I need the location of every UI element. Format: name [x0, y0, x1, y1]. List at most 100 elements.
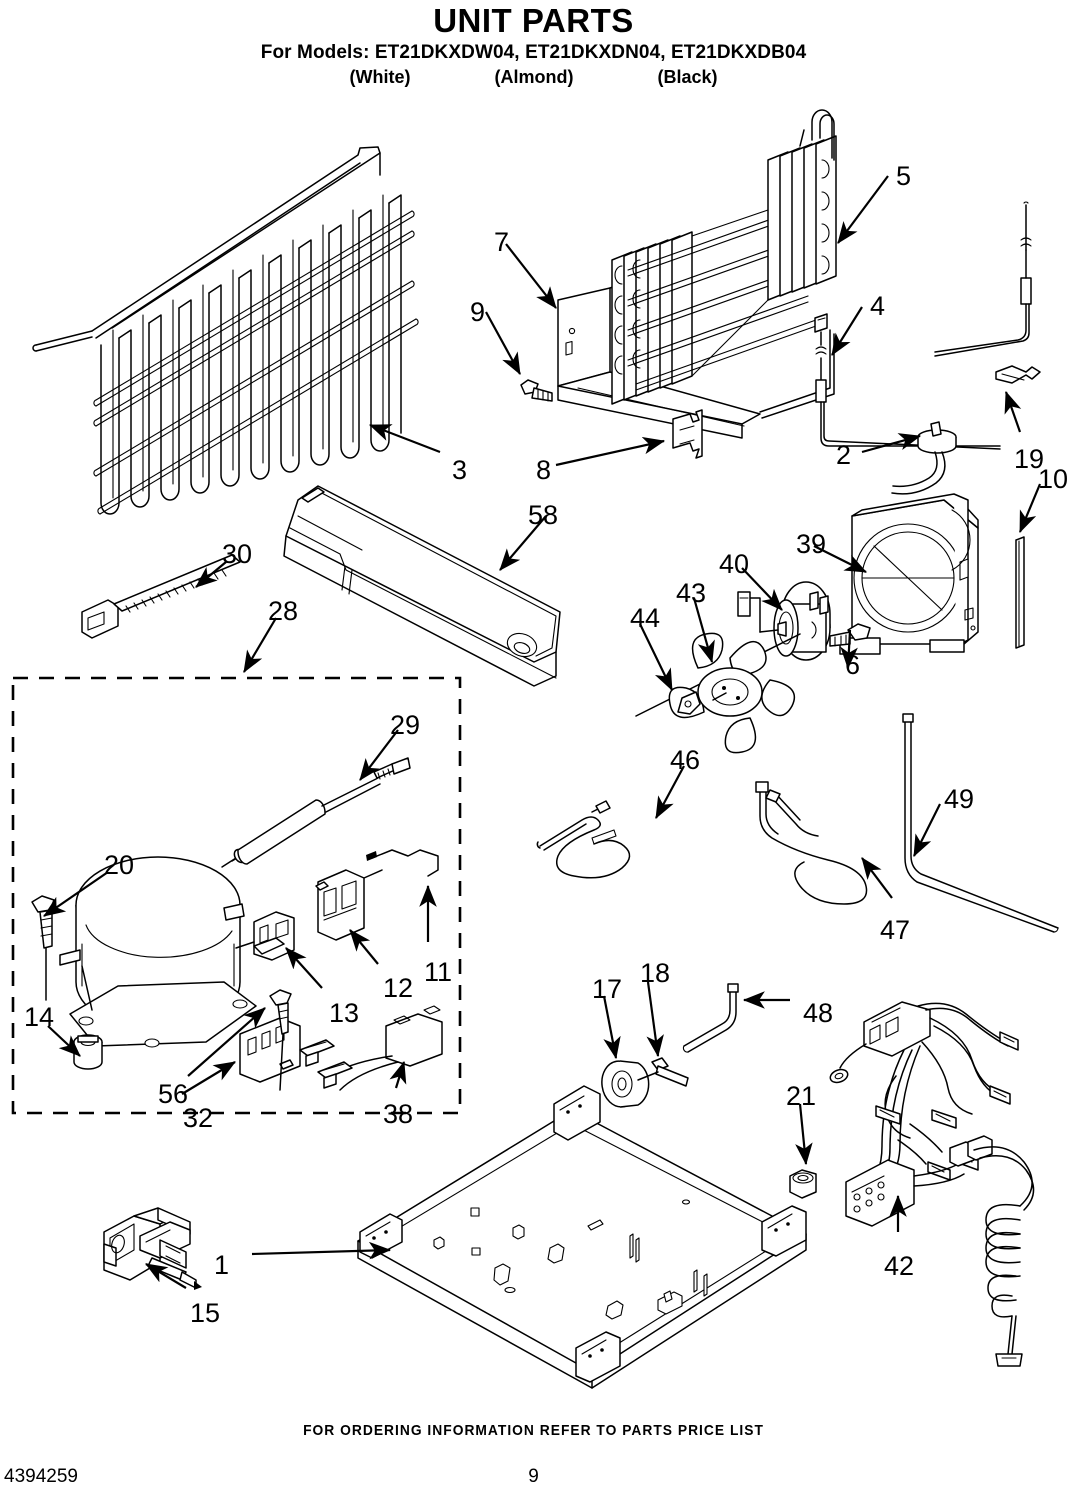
model-list: For Models: ET21DKXDW04, ET21DKXDN04, ET…: [260, 41, 807, 63]
drain-trough: [283, 485, 561, 687]
leader-19: [1004, 390, 1022, 433]
fan-blade: [635, 632, 801, 754]
leader-18: [646, 981, 664, 1058]
leveling-leg-assembly: [103, 1207, 202, 1290]
leader-44: [639, 623, 673, 691]
sheet-header: UNIT PARTS For Models: ET21DKXDW04, ET21…: [0, 0, 1067, 88]
fan-shroud: [839, 493, 979, 655]
leader-21: [795, 1103, 813, 1166]
callout-8: 8: [536, 455, 552, 485]
drain-tube: [682, 983, 739, 1053]
leader-6: [840, 629, 858, 670]
leader-46: [655, 765, 685, 819]
leader-15: [145, 1263, 187, 1289]
callout-2: 2: [836, 440, 852, 470]
terminal-cover: [239, 1017, 301, 1083]
leader-49: [913, 803, 941, 857]
callout-6: 6: [845, 650, 861, 680]
start-relay: [315, 869, 383, 941]
condenser-fan-motor: [737, 581, 831, 661]
discharge-tube: [755, 781, 868, 905]
callout-11: 11: [424, 957, 453, 987]
callout-46: 46: [670, 745, 701, 775]
drain-tube-grommet: [891, 421, 957, 495]
callout-47: 47: [880, 915, 911, 945]
leader-1: [251, 1241, 392, 1260]
callout-49: 49: [944, 784, 975, 814]
callout-13: 13: [329, 998, 360, 1028]
compressor-kit-dashed-group: [11, 676, 462, 1115]
leader-58: [499, 515, 547, 571]
suction-line: [902, 713, 1059, 933]
leader-39: [813, 545, 867, 573]
leader-30: [195, 561, 227, 588]
capillary-tube: [536, 800, 631, 879]
callout-1: 1: [214, 1250, 230, 1280]
callout-58: 58: [528, 500, 559, 530]
leader-38: [389, 1060, 407, 1089]
main-wire-harness: [829, 1001, 1035, 1367]
leader-3: [368, 423, 441, 454]
jumper-harness: [299, 1005, 443, 1091]
leader-56: [187, 1007, 266, 1077]
color-black: (Black): [657, 66, 718, 87]
callout-39: 39: [796, 529, 827, 559]
roller-wheel: [601, 1060, 650, 1108]
callout-20: 20: [104, 850, 135, 880]
callout-48: 48: [803, 998, 834, 1028]
tube-clip: [672, 409, 703, 459]
leader-28: [243, 617, 277, 673]
insulation-strip: [1015, 536, 1025, 649]
leader-43: [692, 597, 715, 664]
bracket-screw: [520, 379, 553, 402]
relay-wire: [366, 849, 439, 877]
callout-21: 21: [786, 1081, 817, 1111]
callout-38: 38: [383, 1099, 414, 1129]
callout-42: 42: [884, 1251, 915, 1281]
leader-40: [741, 567, 783, 611]
callout-40: 40: [719, 549, 750, 579]
leader-12: [349, 929, 379, 965]
color-variants: (White) (Almond) (Black): [0, 67, 1067, 88]
page-title: UNIT PARTS: [433, 2, 634, 39]
fan-motor-clip: [677, 691, 701, 715]
page-number: 9: [528, 1466, 539, 1487]
callout-17: 17: [592, 974, 623, 1004]
leader-47: [861, 857, 893, 899]
leader-4: [831, 306, 863, 356]
callout-3: 3: [452, 455, 468, 485]
leader-7: [505, 243, 557, 309]
callout-7: 7: [494, 227, 510, 257]
evaporator-assembly: [557, 109, 837, 439]
leader-8: [555, 436, 666, 467]
refrigerant-line-upper: [934, 201, 1032, 357]
leader-32: [181, 1061, 236, 1095]
leader-20: [43, 871, 109, 917]
callout-28: 28: [268, 596, 299, 626]
leader-29: [359, 729, 399, 781]
compressor-grommet: [73, 1034, 103, 1070]
start-capacitor: [221, 757, 411, 868]
callout-4: 4: [870, 291, 886, 321]
callout-9: 9: [470, 297, 486, 327]
unit-base-frame: [357, 1085, 807, 1389]
callout-29: 29: [390, 710, 421, 740]
callout-12: 12: [383, 973, 414, 1003]
hex-nut: [789, 1169, 817, 1199]
leader-5: [837, 175, 889, 244]
callout-44: 44: [630, 603, 661, 633]
callout-15: 15: [190, 1298, 221, 1328]
callout-30: 30: [222, 539, 253, 569]
terminal-cover-screw: [269, 989, 292, 1091]
callout-14: 14: [24, 1002, 55, 1032]
ordering-information-note: FOR ORDERING INFORMATION REFER TO PARTS …: [303, 1422, 764, 1439]
overload-protector: [235, 911, 295, 961]
cable-tie: [81, 554, 241, 639]
callout-10: 10: [1038, 464, 1067, 494]
evaporator-bracket: [557, 279, 761, 439]
condenser-coil: [32, 146, 419, 515]
leader-14: [47, 1025, 81, 1057]
color-white: (White): [349, 66, 411, 87]
